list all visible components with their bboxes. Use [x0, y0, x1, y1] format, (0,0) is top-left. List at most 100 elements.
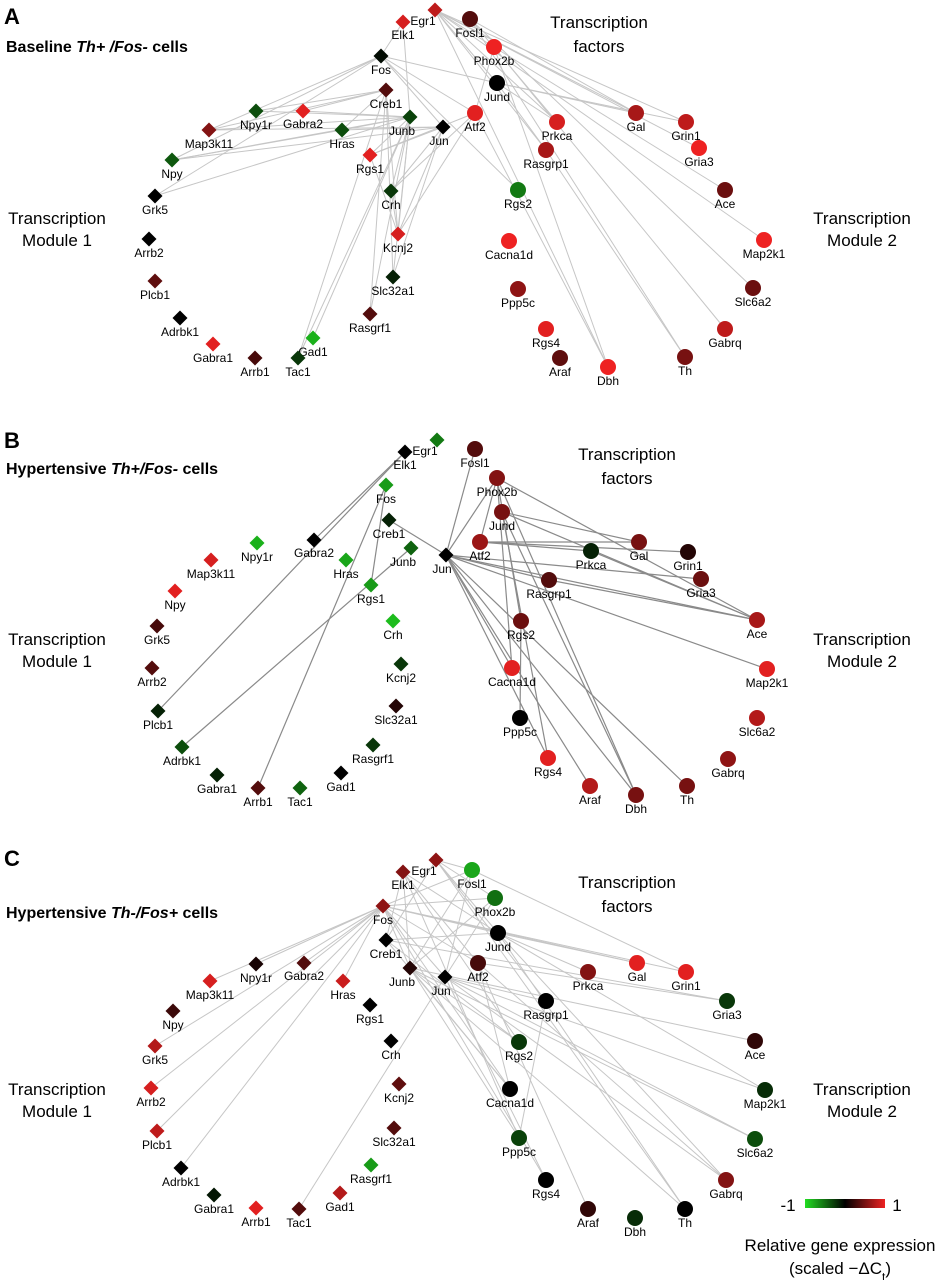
- edge-Egr1-Creb1: [385, 859, 437, 941]
- node-label: Gabra1: [193, 351, 233, 365]
- panel-letter: A: [4, 4, 20, 29]
- node-rgs1: Rgs1: [356, 997, 384, 1026]
- node-junb: Junb: [389, 109, 418, 138]
- node-slc6a2: Slc6a2: [739, 710, 776, 739]
- circle-node-icon: [511, 1034, 527, 1050]
- node-crh: Crh: [383, 613, 403, 642]
- node-rgs2: Rgs2: [505, 1034, 533, 1063]
- node-label: Araf: [579, 793, 602, 807]
- node-label: Npy1r: [241, 550, 273, 564]
- edge-Junb-Slc32a1: [392, 116, 411, 278]
- node-label: Grin1: [671, 979, 701, 993]
- diamond-node-icon: [381, 512, 397, 528]
- node-npy1r: Npy1r: [240, 956, 272, 985]
- diamond-node-icon: [203, 552, 219, 568]
- edge-Fos-Atf2: [380, 55, 476, 114]
- edge-Elk1-Jund: [402, 871, 499, 934]
- diamond-node-icon: [296, 955, 312, 971]
- edge-Jun-Map2k1: [445, 554, 768, 670]
- circle-node-icon: [747, 1131, 763, 1147]
- edge-Fosl1-Grin1: [471, 869, 687, 973]
- node-gad1: Gad1: [298, 330, 328, 359]
- node-elk1: Elk1: [393, 444, 417, 472]
- circle-node-icon: [745, 280, 761, 296]
- circle-node-icon: [678, 114, 694, 130]
- edge-Egr1-Phox2b: [435, 859, 496, 899]
- node-label: Fosl1: [455, 26, 485, 40]
- node-arrb2: Arrb2: [137, 660, 167, 689]
- edge-Creb1-Kcnj2: [385, 89, 399, 235]
- node-creb1: Creb1: [373, 512, 406, 541]
- node-label: Npy: [164, 598, 185, 612]
- edge-Junb-Ace: [409, 967, 756, 1042]
- edge-Jund-Grin1: [496, 82, 687, 123]
- node-fos: Fos: [376, 477, 396, 506]
- node-ppp5c: Ppp5c: [503, 710, 537, 739]
- node-label: Rgs1: [357, 592, 385, 606]
- node-label: Gad1: [325, 1200, 355, 1214]
- diamond-node-icon: [375, 898, 391, 914]
- group-label-m1: Module 1: [22, 231, 92, 250]
- node-label: Arrb2: [137, 675, 167, 689]
- node-label: Map2k1: [744, 1097, 787, 1111]
- edge-Rgs2-Ppp5c: [519, 620, 522, 719]
- circle-node-icon: [511, 1130, 527, 1146]
- diamond-node-icon: [249, 535, 265, 551]
- circle-node-icon: [583, 543, 599, 559]
- node-kcnj2: Kcnj2: [383, 226, 413, 255]
- edge-Jun-Kcnj2: [397, 126, 444, 235]
- circle-node-icon: [580, 964, 596, 980]
- edge-Elk1-Plcb1: [157, 451, 406, 712]
- circle-node-icon: [756, 232, 772, 248]
- node-label: Slc6a2: [739, 725, 776, 739]
- node-label: Grin1: [673, 559, 703, 573]
- node-label: Crh: [381, 198, 400, 212]
- circle-node-icon: [749, 612, 765, 628]
- edge-Creb1-Tac1: [297, 89, 387, 359]
- node-label: Gria3: [686, 586, 716, 600]
- node-slc32a1: Slc32a1: [374, 698, 418, 727]
- node-ppp5c: Ppp5c: [501, 281, 535, 310]
- node-dbh: Dbh: [597, 359, 619, 388]
- edge-Jun-Rgs4: [444, 976, 547, 1181]
- diamond-node-icon: [290, 350, 306, 366]
- edge-Phox2b-Jun: [444, 897, 496, 978]
- circle-node-icon: [720, 751, 736, 767]
- node-label: Kcnj2: [383, 241, 413, 255]
- node-hras: Hras: [333, 552, 359, 581]
- node-label: Rgs2: [504, 197, 532, 211]
- node-dbh: Dbh: [625, 787, 647, 816]
- node-label: Ace: [715, 197, 736, 211]
- node-fosl1: Fosl1: [457, 862, 487, 891]
- edge-Jund-Gabrq: [497, 932, 727, 1181]
- node-th: Th: [679, 778, 695, 807]
- node-label: Npy: [161, 167, 182, 181]
- panel-title: Baseline Th+ /Fos- cells: [6, 39, 188, 56]
- edge-Fosl1-Junb: [409, 869, 473, 969]
- node-label: Phox2b: [475, 905, 516, 919]
- node-phox2b: Phox2b: [475, 890, 516, 919]
- diamond-node-icon: [429, 432, 445, 448]
- node-jun: Jun: [432, 547, 454, 576]
- diamond-node-icon: [397, 444, 413, 460]
- node-rgs4: Rgs4: [534, 750, 562, 779]
- edge-Atf2-Rgs1: [369, 112, 476, 156]
- node-rasgrf1: Rasgrf1: [352, 737, 394, 766]
- node-label: Map3k11: [185, 137, 234, 151]
- circle-node-icon: [467, 441, 483, 457]
- panel-title: Hypertensive Th-/Fos+ cells: [6, 905, 218, 922]
- node-label: Crh: [383, 628, 402, 642]
- node-label: Tac1: [287, 795, 313, 809]
- edge-Phox2b-Junb: [409, 897, 496, 969]
- circle-node-icon: [504, 660, 520, 676]
- node-label: Elk1: [391, 28, 415, 42]
- node-rgs4: Rgs4: [532, 321, 560, 350]
- edge-Atf2-Grin1: [479, 541, 689, 553]
- group-label-tf: factors: [601, 897, 652, 916]
- node-adrbk1: Adrbk1: [161, 310, 199, 339]
- node-label: Fosl1: [457, 877, 487, 891]
- node-gabrq: Gabrq: [708, 321, 742, 350]
- edge-Jun-Map3k11: [208, 126, 444, 131]
- edge-Elk1-Junb: [402, 21, 411, 118]
